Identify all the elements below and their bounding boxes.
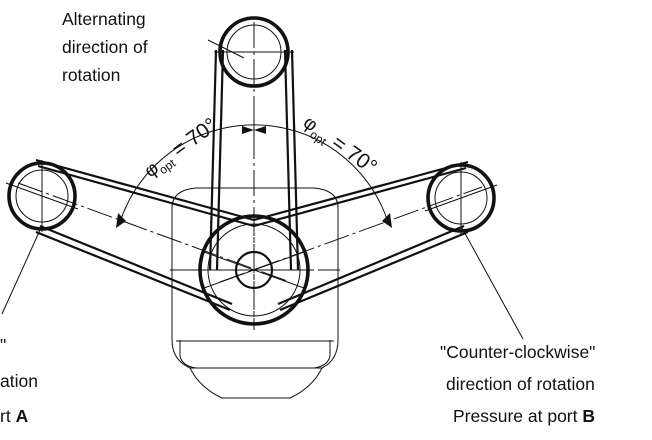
pulley-left (5, 160, 79, 232)
angle-right-value: = 70° (323, 127, 382, 178)
arrow-left-end (116, 213, 126, 228)
pulley-top (214, 16, 294, 88)
label-right-port: Pressure at port B (453, 406, 595, 426)
label-left-port-prefix: rt (0, 406, 16, 426)
centerline-left (17, 182, 291, 283)
label-left-port-letter: A (16, 406, 29, 426)
label-right-port-letter: B (582, 406, 595, 426)
label-left-line2: ation (0, 371, 38, 391)
label-right-port-prefix: Pressure at port (453, 406, 582, 426)
label-top-line1: Alternating (62, 9, 146, 29)
label-top-line3: rotation (62, 65, 120, 85)
angle-annotation-left: φopt = 70° (139, 114, 223, 185)
belts (35, 49, 469, 312)
arrow-right-end (382, 213, 392, 228)
pulley-main (194, 210, 314, 330)
pulley-right (424, 162, 498, 234)
arrow-center-left (242, 126, 254, 134)
label-top-line2: direction of (62, 37, 148, 57)
label-right-line1: "Counter-clockwise" (440, 342, 595, 362)
angle-annotation-right: φopt = 70° (297, 110, 381, 181)
leader-lines (1, 39, 524, 340)
label-left-port: rt A (0, 406, 29, 426)
label-left-line1: " (0, 335, 6, 355)
motor-housing (171, 187, 339, 399)
arrow-center-right (254, 126, 266, 134)
label-right-line2: direction of rotation (446, 374, 595, 394)
angle-arc (116, 120, 392, 228)
